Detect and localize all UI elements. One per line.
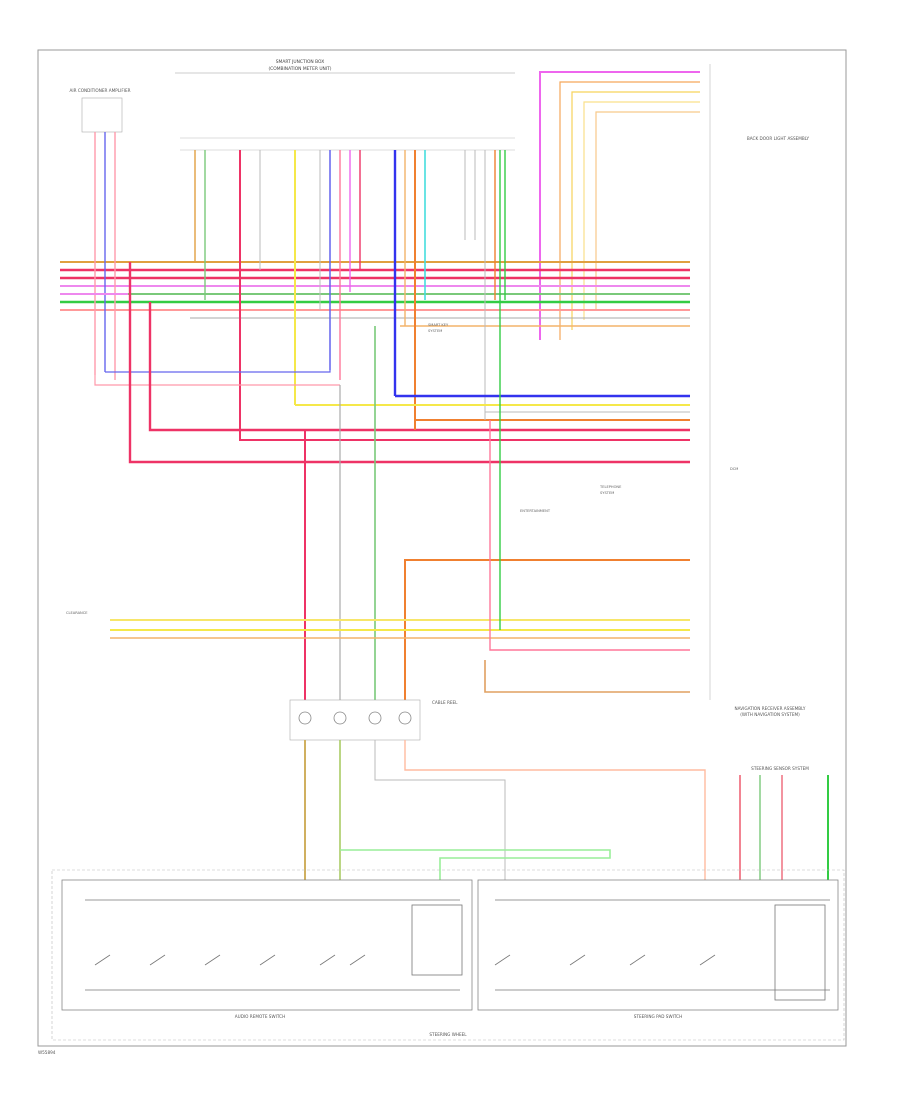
steering-wheel-label: STEERING WHEEL (429, 1032, 467, 1037)
gateway-label: ENTERTAINMENT (520, 509, 551, 513)
mid-label-2: SYSTEM (428, 329, 442, 333)
right-bottom-label: NAVIGATION RECEIVER ASSEMBLY (735, 706, 806, 711)
diagram-frame (37, 49, 847, 1047)
footer-code: W55894 (38, 1050, 56, 1055)
header-title: SMART JUNCTION BOX (276, 59, 324, 65)
cable-reel-label: CABLE REEL (432, 700, 458, 705)
mid-label-4: SYSTEM (600, 491, 614, 495)
dcm-label: DCM (730, 467, 738, 471)
mid-label-3: TELEPHONE (599, 485, 622, 489)
left-module-label: AIR CONDITIONER AMPLIFIER (69, 88, 130, 93)
header-subtitle: (COMBINATION METER UNIT) (268, 66, 331, 72)
steering-pad-label: STEERING PAD SWITCH (634, 1014, 682, 1019)
steering-wheel-frame (51, 869, 845, 1041)
left-module-box (81, 97, 123, 133)
steering-pad-box (477, 879, 839, 1011)
right-top-label: BACK DOOR LIGHT ASSEMBLY (747, 136, 810, 141)
audio-switch-label: AUDIO REMOTE SWITCH (235, 1014, 285, 1019)
left-note: CLEARANCE (66, 611, 88, 615)
audio-switch-box (61, 879, 473, 1011)
mid-label-1: SMART KEY (428, 323, 449, 327)
cable-reel-box (289, 699, 421, 741)
right-bottom-sublabel: (WITH NAVIGATION SYSTEM) (740, 712, 800, 717)
steering-sensor-label: STEERING SENSOR SYSTEM (751, 766, 809, 771)
